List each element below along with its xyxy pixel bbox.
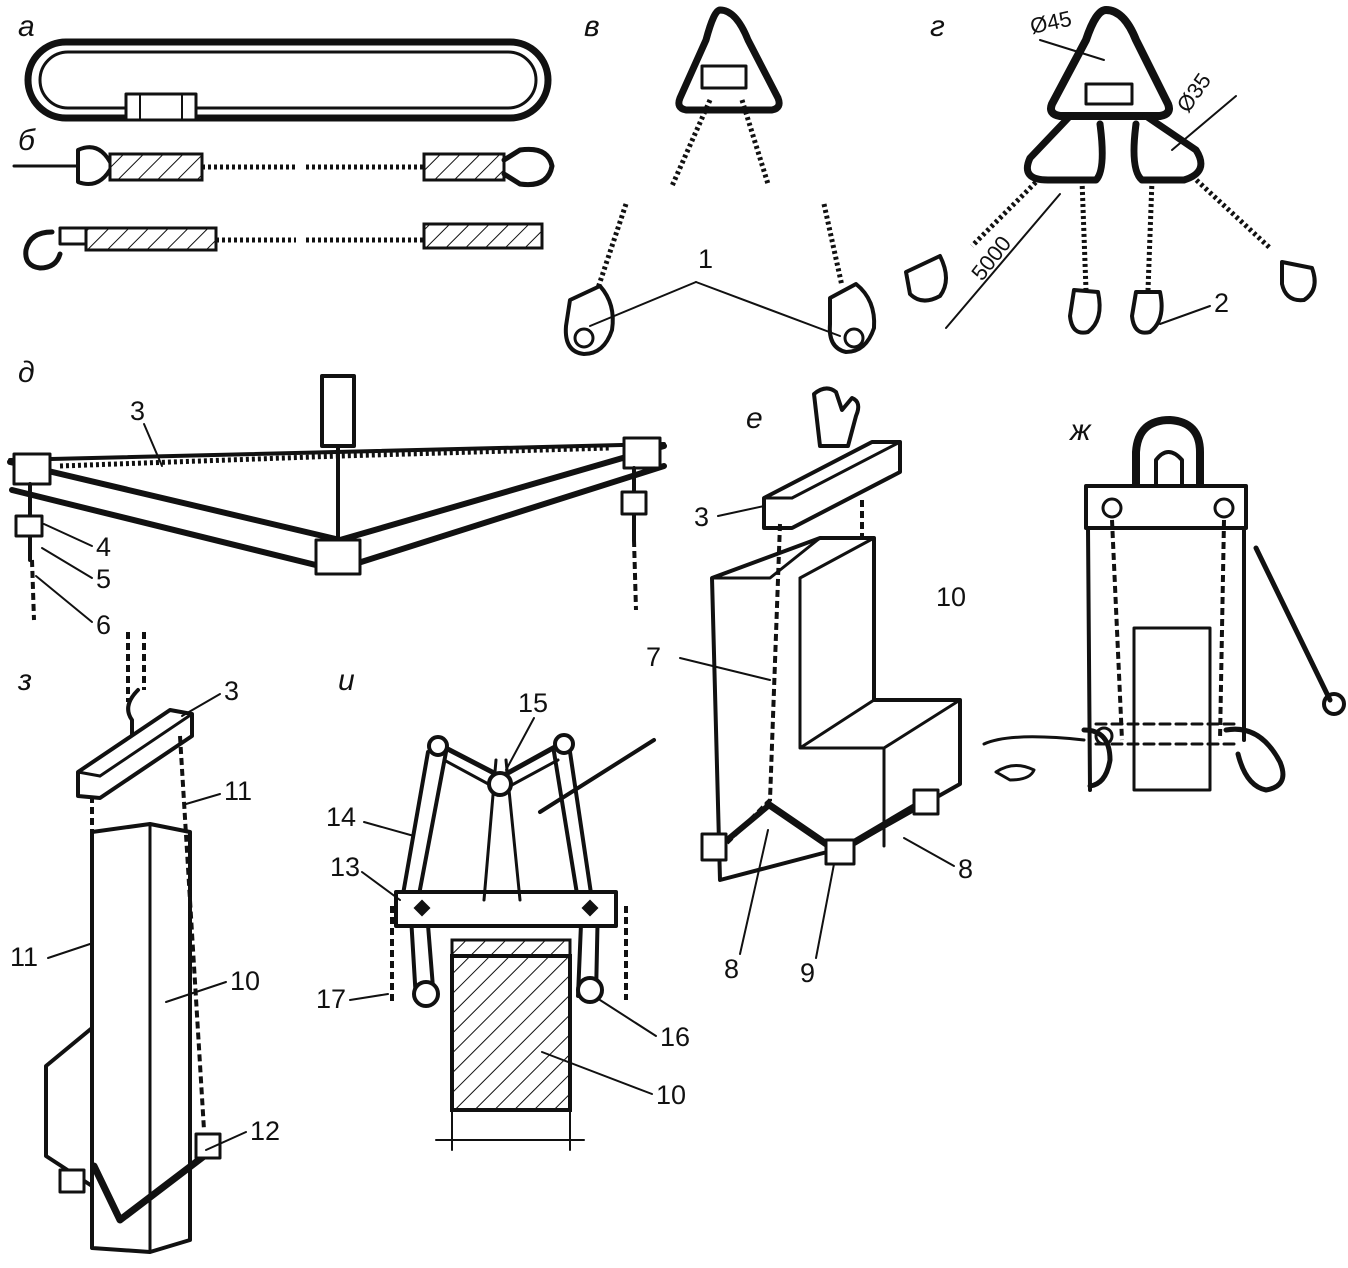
hook-icon [23, 229, 63, 271]
label-14: 14 [326, 802, 356, 832]
clamp-12 [90, 1146, 216, 1224]
hook-g-2 [1068, 288, 1102, 335]
crossbar-13 [394, 890, 618, 928]
frame-eye [1132, 416, 1204, 490]
panel-letter-b: б [18, 124, 36, 157]
label-17: 17 [316, 984, 346, 1014]
label-1: 1 [698, 244, 713, 274]
sub-link-left [1023, 112, 1106, 184]
hook-g-4 [1280, 260, 1317, 303]
arm-14 [400, 750, 448, 902]
label-3-d: 3 [130, 396, 145, 426]
roller-16 [576, 976, 604, 1004]
label-9: 9 [800, 958, 815, 988]
splice-hook [84, 226, 218, 252]
panel-letter-z: з [17, 664, 32, 697]
dim-length-5000: 5000 [966, 231, 1016, 285]
panel-d-traverse: д 3 4 5 6 [7, 356, 667, 640]
splice-left [108, 152, 204, 182]
label-10-e: 10 [936, 582, 966, 612]
panel-letter-v: в [584, 10, 600, 43]
panel-letter-a: а [18, 10, 35, 43]
splice-right [422, 152, 506, 182]
label-10-z: 10 [230, 966, 260, 996]
label-5: 5 [96, 564, 111, 594]
panel-letter-d: д [18, 356, 35, 389]
label-16: 16 [660, 1022, 690, 1052]
label-2: 2 [1214, 288, 1229, 318]
thimble-left [76, 145, 114, 186]
panel-zh-frame: ж [982, 414, 1346, 793]
hook-g-1 [904, 254, 948, 303]
panel-v-two-leg-sling: в 1 [563, 6, 877, 356]
sling-clamp [124, 92, 198, 122]
block-10-e [710, 536, 962, 882]
dim-diameter-35: Ø35 [1172, 68, 1216, 116]
label-11-top: 11 [224, 776, 252, 806]
label-6: 6 [96, 610, 111, 640]
panel-e-stepped-block: е 3 10 7 8 8 9 [646, 386, 973, 988]
master-link [675, 6, 783, 114]
hook-g-3 [1130, 290, 1164, 335]
label-12: 12 [250, 1116, 280, 1146]
label-3-z: 3 [224, 676, 239, 706]
master-link-large [1047, 6, 1173, 120]
label-11-left: 11 [10, 942, 38, 972]
panel-letter-g: г [930, 10, 945, 43]
panel-b-slings: б [12, 124, 555, 271]
panel-a-endless-sling: а [18, 10, 552, 122]
splice-end [422, 222, 544, 250]
label-13: 13 [330, 852, 360, 882]
label-4: 4 [96, 532, 111, 562]
beam-3-e [762, 440, 902, 530]
label-8-right: 8 [958, 854, 973, 884]
sling-loop-inner [38, 50, 538, 110]
label-3-e: 3 [694, 502, 709, 532]
traverse-hanger [320, 374, 356, 448]
label-7: 7 [646, 642, 661, 672]
hook-left [563, 284, 615, 356]
panel-letter-e: е [746, 402, 763, 435]
label-10-i: 10 [656, 1080, 686, 1110]
panel-g-four-leg-sling: г Ø45 Ø35 5000 2 [904, 6, 1317, 335]
sling-loop-outer [24, 38, 552, 122]
crane-hook-e [812, 386, 861, 448]
link-clamp [700, 64, 748, 90]
panel-z-column: з 3 11 11 10 12 [10, 632, 280, 1254]
block-10-i [450, 954, 572, 1112]
sub-link-right [1130, 112, 1205, 184]
end-loop-right [501, 146, 555, 188]
panel-letter-i: и [338, 664, 355, 697]
dim-diameter-45: Ø45 [1028, 6, 1074, 39]
dim-line-length [945, 193, 1061, 329]
panel-letter-zh: ж [1068, 414, 1092, 447]
label-15: 15 [518, 688, 548, 718]
label-8-left: 8 [724, 954, 739, 984]
panel-i-clamp: и 15 14 13 [316, 664, 690, 1151]
hook-right [827, 282, 877, 354]
